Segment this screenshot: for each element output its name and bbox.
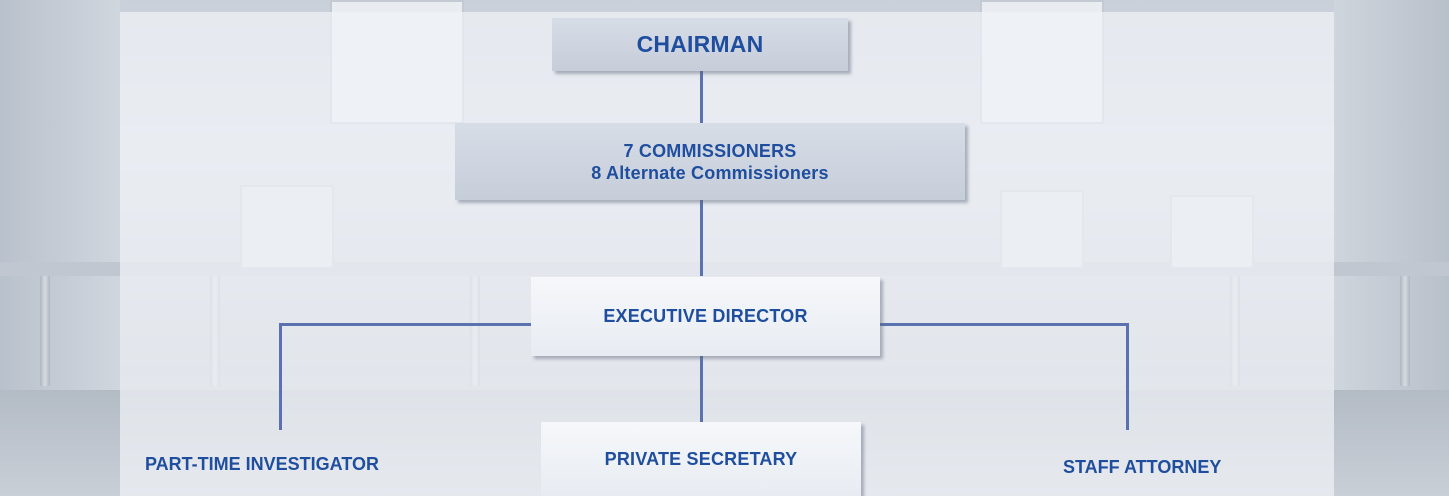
alternate-commissioners-label: 8 Alternate Commissioners [591,162,829,183]
connector-director-secretary [700,356,703,422]
connector-commissioners-director [700,200,703,276]
connector-director-right [880,323,1128,326]
executive-director-label: EXECUTIVE DIRECTOR [603,306,808,326]
connector-director-left [279,323,531,326]
part-time-investigator-label: PART-TIME INVESTIGATOR [145,454,380,474]
private-secretary-box: PRIVATE SECRETARY [541,422,861,496]
commissioners-label: 7 COMMISSIONERS [623,140,797,161]
connector-to-investigator [279,323,282,430]
executive-director-box: EXECUTIVE DIRECTOR [531,277,880,356]
commissioners-box: 7 COMMISSIONERS 8 Alternate Commissioner… [455,123,965,200]
connector-to-attorney [1126,323,1129,430]
chairman-label: CHAIRMAN [636,31,764,57]
chart-panel [120,12,1334,496]
background-rail [1400,276,1410,386]
private-secretary-label: PRIVATE SECRETARY [604,448,798,469]
chairman-box: CHAIRMAN [552,18,848,71]
staff-attorney-label: STAFF ATTORNEY [1063,457,1222,477]
connector-chairman-commissioners [700,71,703,123]
background-rail [40,276,50,386]
